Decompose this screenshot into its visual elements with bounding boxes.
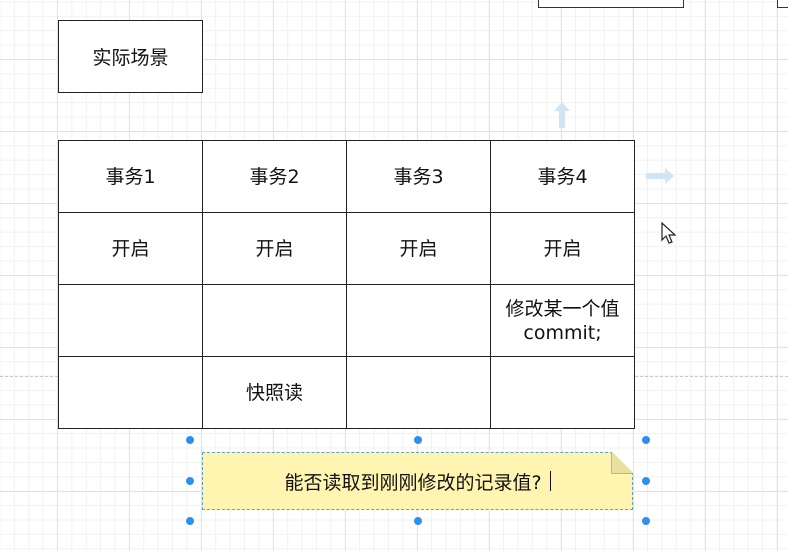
table-cell[interactable]: 修改某一个值 commit; [490, 284, 635, 357]
table-cell[interactable] [346, 284, 491, 357]
resize-handle[interactable] [641, 435, 651, 445]
table-cell[interactable]: 开启 [490, 212, 635, 285]
resize-handle[interactable] [413, 435, 423, 445]
offscreen-shape[interactable] [538, 0, 684, 8]
table-cell[interactable] [58, 356, 203, 429]
table-cell[interactable] [202, 284, 347, 357]
table-row: 修改某一个值 commit; [58, 284, 635, 357]
resize-handle[interactable] [641, 476, 651, 486]
table-cell[interactable] [346, 356, 491, 429]
table-cell[interactable]: 事务2 [202, 140, 347, 213]
table-cell[interactable]: 事务4 [490, 140, 635, 213]
transaction-table[interactable]: 事务1 事务2 事务3 事务4 开启 开启 开启 开启 修改某一个值 commi… [58, 140, 635, 429]
note-sticky[interactable]: 能否读取到刚刚修改的记录值? [202, 452, 633, 510]
table-cell[interactable]: 快照读 [202, 356, 347, 429]
scenario-title-label: 实际场景 [92, 47, 169, 69]
table-row: 快照读 [58, 356, 635, 429]
table-row: 事务1 事务2 事务3 事务4 [58, 140, 635, 213]
resize-handle[interactable] [185, 435, 195, 445]
table-cell[interactable] [58, 284, 203, 357]
table-cell[interactable]: 开启 [202, 212, 347, 285]
resize-handle[interactable] [413, 516, 423, 526]
arrow-right-icon[interactable] [646, 166, 674, 190]
table-cell[interactable]: 事务1 [58, 140, 203, 213]
note-fold-corner [611, 452, 633, 474]
text-caret [549, 471, 551, 491]
resize-handle[interactable] [185, 476, 195, 486]
table-cell[interactable] [490, 356, 635, 429]
scenario-title-box[interactable]: 实际场景 [58, 20, 203, 93]
table-cell[interactable]: 事务3 [346, 140, 491, 213]
cursor-icon [661, 222, 677, 244]
table-cell[interactable]: 开启 [58, 212, 203, 285]
table-cell[interactable]: 开启 [346, 212, 491, 285]
arrow-up-icon[interactable] [552, 102, 572, 132]
offscreen-shape[interactable] [777, 0, 788, 8]
table-row: 开启 开启 开启 开启 [58, 212, 635, 285]
resize-handle[interactable] [185, 516, 195, 526]
resize-handle[interactable] [641, 516, 651, 526]
note-text[interactable]: 能否读取到刚刚修改的记录值? [284, 471, 542, 494]
